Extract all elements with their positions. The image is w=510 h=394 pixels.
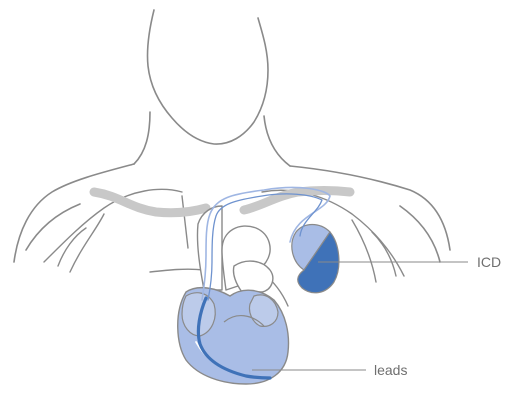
pulmonary-artery bbox=[233, 261, 272, 292]
right-clavicle bbox=[244, 191, 350, 211]
left-lower-vessel bbox=[150, 269, 204, 272]
icd-label: ICD bbox=[477, 254, 501, 270]
left-shoulder bbox=[14, 164, 134, 262]
right-arm-inner bbox=[400, 206, 440, 262]
left-jugular bbox=[182, 196, 188, 248]
left-arm-inner bbox=[26, 204, 80, 250]
right-vessel-branch bbox=[372, 232, 396, 276]
neck-left bbox=[134, 112, 150, 164]
left-vessel-branch-2 bbox=[70, 214, 104, 272]
left-clavicle bbox=[94, 192, 206, 213]
icd-device bbox=[292, 225, 339, 293]
leads-label: leads bbox=[374, 362, 407, 378]
neck-right bbox=[264, 116, 290, 166]
head-outline bbox=[147, 10, 268, 144]
body-outline bbox=[14, 10, 450, 262]
superior-vena-cava bbox=[197, 206, 222, 290]
right-vessel-branch-2 bbox=[352, 220, 376, 282]
